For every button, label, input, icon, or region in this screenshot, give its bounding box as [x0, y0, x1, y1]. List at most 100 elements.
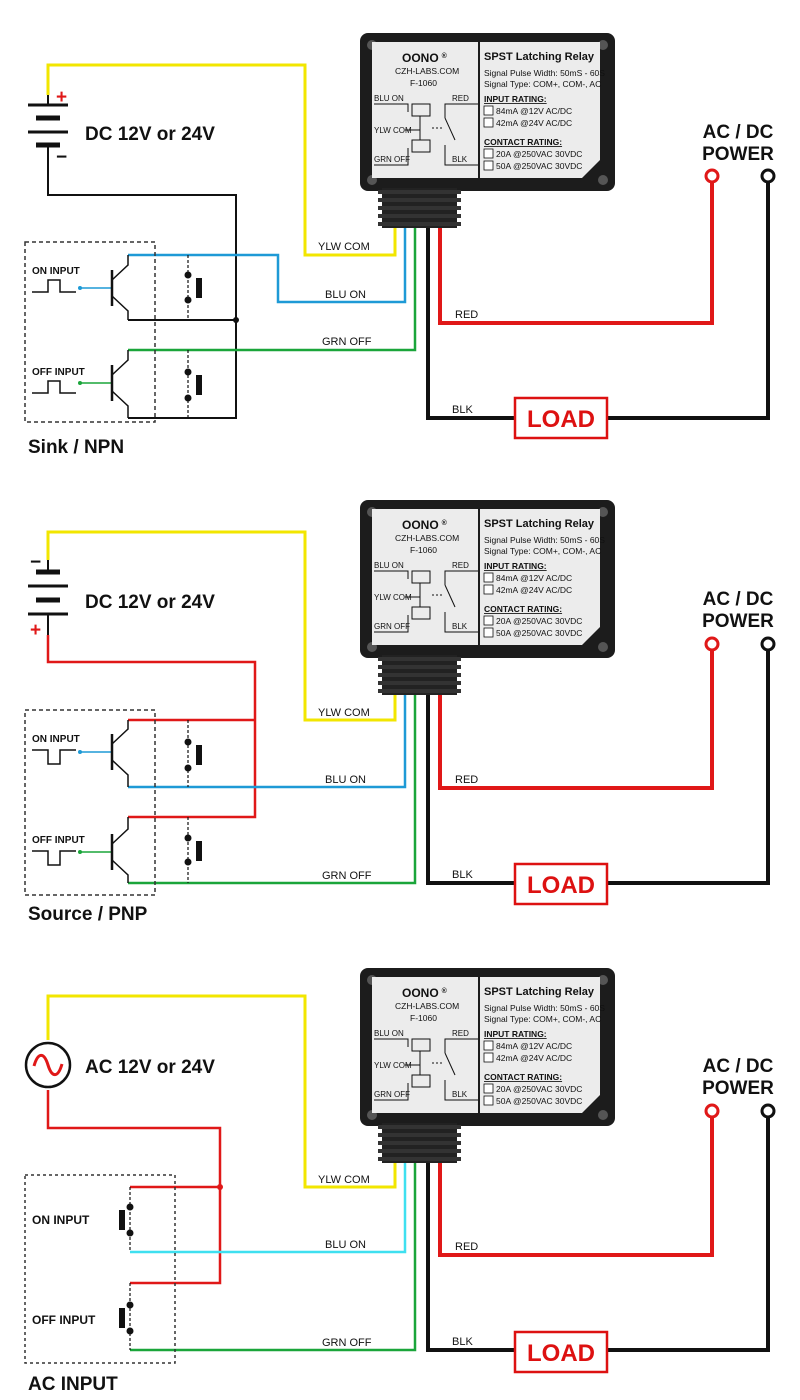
on-pulse-icon — [32, 279, 76, 293]
input-box — [24, 241, 156, 423]
pin-red: RED — [452, 94, 469, 103]
pnp-transistor-off — [78, 817, 129, 883]
relay-pulse: Signal Pulse Width: 50mS - 60S — [484, 535, 605, 545]
wire-label-red: RED — [455, 1241, 478, 1253]
black-wire-return — [608, 648, 770, 885]
pin-red: RED — [452, 561, 469, 570]
wire-label-grn-off: GRN OFF — [322, 336, 372, 348]
input-rating-1: 84mA @12V AC/DC — [496, 573, 572, 583]
off-input-label: OFF INPUT — [32, 1313, 96, 1327]
terminal-red — [704, 1103, 720, 1119]
relay-signal-type: Signal Type: COM+, COM-, AC — [484, 546, 601, 556]
green-off-wire — [128, 225, 417, 352]
off-input-label: OFF INPUT — [32, 367, 85, 378]
relay-signal-type: Signal Type: COM+, COM-, AC — [484, 79, 601, 89]
yellow-com-wire — [46, 530, 397, 722]
push-button-on — [119, 1187, 134, 1252]
black-wire-return — [608, 180, 770, 420]
wire-label-blk: BLK — [452, 1336, 473, 1348]
battery-plus-sign: + — [30, 620, 41, 641]
pin-blu-on: BLU ON — [374, 561, 404, 570]
contact-rating-2: 50A @250VAC 30VDC — [496, 1096, 582, 1106]
yellow-com-wire — [46, 994, 397, 1189]
input-rating-1: 84mA @12V AC/DC — [496, 1041, 572, 1051]
section-ac-input: AC 12V or 24V ON INPUT OFF INPUT AC INPU… — [24, 994, 776, 1395]
dc-negative-wire — [47, 165, 237, 321]
power-label-line1: AC / DC — [703, 589, 774, 610]
wire-label-grn-off: GRN OFF — [322, 1337, 372, 1349]
load-box — [513, 1330, 609, 1374]
on-input-label: ON INPUT — [32, 734, 80, 745]
blue-on-wire — [128, 690, 407, 789]
push-button-on — [184, 720, 202, 787]
load-box — [513, 396, 609, 440]
ac-source-icon — [24, 1041, 72, 1089]
on-pulse-icon — [32, 749, 76, 765]
black-wire — [426, 690, 520, 885]
relay-module: OONO® CZH-LABS.COM F-1060 BLU ON YLW COM… — [360, 968, 615, 1163]
supply-label: AC 12V or 24V — [85, 1057, 215, 1078]
relay-site: CZH-LABS.COM — [395, 533, 459, 543]
dc-positive-wire — [46, 635, 257, 819]
contact-rating-2: 50A @250VAC 30VDC — [496, 628, 582, 638]
pin-blk: BLK — [452, 155, 468, 164]
relay-pulse: Signal Pulse Width: 50mS - 60S — [484, 68, 605, 78]
relay-threaded-neck — [378, 655, 461, 695]
relay-title: SPST Latching Relay — [484, 986, 595, 998]
relay-model: F-1060 — [410, 78, 437, 88]
input-rating-1: 84mA @12V AC/DC — [496, 106, 572, 116]
relay-signal-type: Signal Type: COM+, COM-, AC — [484, 1014, 601, 1024]
terminal-black — [760, 636, 776, 652]
relay-model: F-1060 — [410, 545, 437, 555]
relay-brand: OONO® — [402, 986, 448, 1000]
relay-title: SPST Latching Relay — [484, 51, 595, 63]
contact-rating-2: 50A @250VAC 30VDC — [496, 161, 582, 171]
ac-red-wire — [46, 1090, 222, 1285]
cyan-on-wire — [130, 1160, 407, 1254]
red-wire — [438, 1115, 714, 1257]
push-button-off — [119, 1283, 134, 1350]
pnp-transistor-on — [78, 720, 129, 787]
pin-blk: BLK — [452, 1090, 468, 1099]
supply-label: DC 12V or 24V — [85, 592, 215, 613]
dc-negative-wire-lower — [128, 320, 237, 419]
pin-red: RED — [452, 1029, 469, 1038]
pin-blk: BLK — [452, 622, 468, 631]
pin-blu-on: BLU ON — [374, 1029, 404, 1038]
power-label-line1: AC / DC — [703, 1056, 774, 1077]
relay-brand: OONO® — [402, 51, 448, 65]
section-source-pnp: − + DC 12V or 24V ON INPUT OFF INPUT — [24, 530, 776, 925]
relay-site: CZH-LABS.COM — [395, 66, 459, 76]
battery-plus-sign: + — [56, 87, 67, 108]
off-pulse-icon — [32, 380, 76, 394]
wire-label-red: RED — [455, 309, 478, 321]
red-wire — [438, 648, 714, 790]
terminal-black — [760, 168, 776, 184]
input-rating-title: INPUT RATING: — [484, 94, 547, 104]
black-wire — [426, 1160, 520, 1352]
contact-rating-1: 20A @250VAC 30VDC — [496, 1084, 582, 1094]
wire-label-blu-on: BLU ON — [325, 289, 366, 301]
green-off-wire — [130, 1160, 417, 1352]
relay-coil-symbol — [374, 1038, 478, 1101]
pin-grn-off: GRN OFF — [374, 1090, 410, 1099]
black-wire-return — [608, 1115, 770, 1352]
contact-rating-title: CONTACT RATING: — [484, 604, 562, 614]
red-wire — [438, 180, 714, 325]
npn-transistor-off — [78, 350, 129, 418]
npn-transistor-on — [78, 255, 129, 320]
dc-battery — [28, 95, 68, 165]
power-label-line2: POWER — [702, 144, 774, 165]
on-input-label: ON INPUT — [32, 1213, 90, 1227]
relay-model: F-1060 — [410, 1013, 437, 1023]
relay-threaded-neck — [378, 1123, 461, 1163]
relay-site: CZH-LABS.COM — [395, 1001, 459, 1011]
terminal-red — [704, 636, 720, 652]
relay-brand: OONO® — [402, 518, 448, 532]
on-input-label: ON INPUT — [32, 266, 80, 277]
section-caption: Source / PNP — [28, 904, 148, 925]
input-rating-2: 42mA @24V AC/DC — [496, 1053, 572, 1063]
push-button-off — [184, 350, 202, 418]
supply-label: DC 12V or 24V — [85, 124, 215, 145]
